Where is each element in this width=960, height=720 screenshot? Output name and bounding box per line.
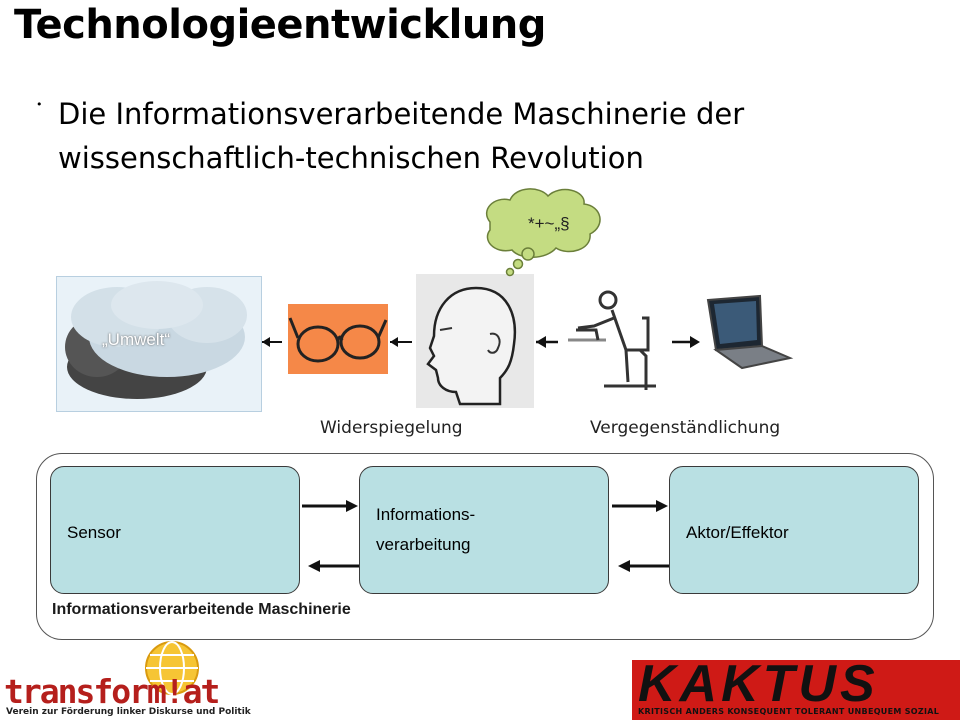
transform-logo-subtitle: Verein zur Förderung linker Diskurse und…: [6, 707, 251, 717]
arrow-left-icon: [618, 560, 630, 572]
arrow-left-icon: [262, 337, 270, 347]
arrow-left-icon: [390, 337, 398, 347]
arrow-left-icon: [536, 336, 546, 348]
head-image: [416, 274, 534, 408]
processing-box: Informations- verarbeitung: [359, 466, 609, 594]
actor-label: Aktor/Effektor: [686, 523, 789, 542]
actor-box: Aktor/Effektor: [669, 466, 919, 594]
arrow-right-icon: [656, 500, 668, 512]
thought-bubble-icon: [485, 188, 601, 277]
arrow-left-icon: [308, 560, 320, 572]
kaktus-logo-subtitle: KRITISCH ANDERS KONSEQUENT TOLERANT UNBE…: [638, 707, 940, 716]
arrow-right-icon: [346, 500, 358, 512]
glasses-image: [288, 304, 388, 374]
globe-icon: [145, 641, 199, 695]
processing-label-line2: verarbeitung: [376, 535, 471, 554]
vergegenstaendlichung-label: Vergegenständlichung: [590, 418, 781, 438]
slide-title: Technologieentwicklung: [14, 2, 546, 48]
widerspiegelung-label: Widerspiegelung: [320, 418, 463, 438]
person-at-desk-icon: [568, 290, 656, 390]
umwelt-label: „Umwelt“: [102, 330, 170, 349]
processing-label-line1: Informations-: [376, 505, 476, 524]
laptop-icon: [706, 294, 794, 370]
thought-bubble-text: *+~„§: [528, 214, 570, 233]
machinery-frame: [36, 453, 934, 640]
head-icon: [426, 286, 517, 406]
sensor-label: Sensor: [67, 523, 121, 542]
sensor-box: Sensor: [50, 466, 300, 594]
kaktus-logo: KAKTUS KRITISCH ANDERS KONSEQUENT TOLERA…: [632, 655, 960, 720]
bullet-text: Die Informationsverarbeitende Maschineri…: [58, 97, 745, 175]
transform-logo: transform!at: [4, 672, 220, 711]
glasses-icon: [288, 317, 388, 363]
kaktus-logo-text: KAKTUS: [638, 655, 879, 713]
bullet-marker: •: [36, 98, 43, 111]
environment-image: [56, 276, 262, 412]
arrow-right-icon: [690, 336, 700, 348]
machinery-frame-label: Informationsverarbeitende Maschinerie: [52, 601, 351, 618]
cloud-icon: [65, 281, 247, 399]
